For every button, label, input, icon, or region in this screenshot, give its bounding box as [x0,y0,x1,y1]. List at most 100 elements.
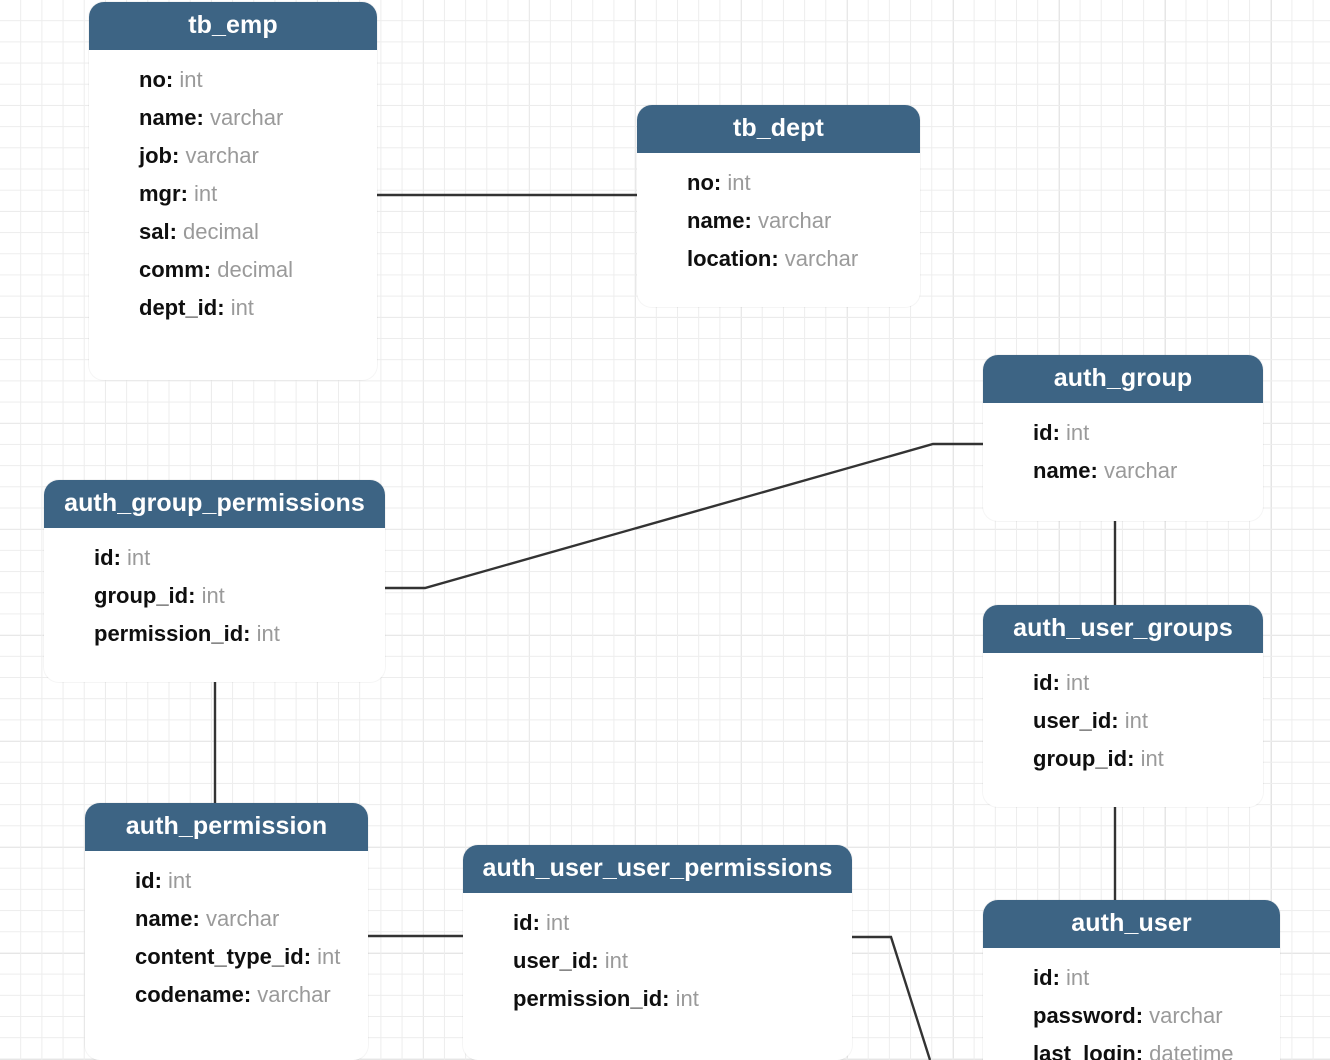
entity-title-auth_user_user_permissions: auth_user_user_permissions [463,845,852,893]
field-type: int [1124,708,1148,733]
field-name: sal [139,219,170,244]
field-type: int [727,170,751,195]
entity-title-auth_permission: auth_permission [85,803,368,851]
field-name: id [1033,670,1053,695]
field-separator: : [1111,708,1125,733]
entity-title-auth_group: auth_group [983,355,1263,403]
field-type: int [179,67,203,92]
field-row: name: varchar [637,202,920,240]
field-name: name [687,208,745,233]
relationship-edge-groupperm-group[interactable] [385,442,983,590]
field-row: location: varchar [637,240,920,278]
field-separator: : [771,246,785,271]
field-type: datetime [1149,1041,1234,1060]
field-name: name [139,105,197,130]
entity-title-tb_dept: tb_dept [637,105,920,153]
field-separator: : [1127,746,1141,771]
field-separator: : [180,181,195,206]
relationship-edge-userperms-user[interactable] [852,935,932,1060]
field-name: group_id [1033,746,1128,771]
field-name: name [1033,458,1091,483]
field-name: comm [139,257,204,282]
field-row: dept_id: int [89,289,377,327]
field-separator: : [203,257,218,282]
field-type: varchar [257,982,331,1007]
field-type: varchar [205,906,280,931]
field-type: varchar [1149,1003,1223,1028]
field-name: name [135,906,193,931]
field-separator: : [744,208,758,233]
field-type: int [317,944,341,969]
field-separator: : [196,105,210,130]
field-type: int [230,295,254,320]
field-row: password: varchar [983,997,1280,1035]
field-name: permission_id [513,986,663,1011]
field-row: name: varchar [85,900,368,938]
field-row: group_id: int [44,577,385,615]
field-type: int [1066,420,1090,445]
field-separator: : [1135,1041,1150,1060]
field-type: int [546,910,570,935]
entity-title-tb_emp: tb_emp [89,2,377,50]
field-type: int [127,545,151,570]
field-row: last_login: datetime [983,1035,1280,1060]
field-name: mgr [139,181,181,206]
field-name: dept_id [139,295,218,320]
field-name: id [135,868,155,893]
field-separator: : [1052,420,1067,445]
field-type: decimal [183,219,259,244]
field-separator: : [243,982,258,1007]
field-type: int [194,181,218,206]
field-type: int [604,948,628,973]
field-separator: : [188,583,202,608]
field-separator: : [217,295,231,320]
field-separator: : [243,621,257,646]
field-name: id [94,545,114,570]
field-name: job [139,143,172,168]
field-name: location [687,246,772,271]
field-name: content_type_id [135,944,304,969]
field-row: group_id: int [983,740,1263,778]
field-type: varchar [784,246,859,271]
field-type: varchar [757,208,832,233]
field-row: codename: varchar [85,976,368,1014]
field-row: id: int [85,862,368,900]
field-row: id: int [983,414,1263,452]
field-name: permission_id [94,621,244,646]
field-row: name: varchar [89,99,377,137]
field-separator: : [169,219,184,244]
field-type: decimal [217,257,294,282]
field-row: id: int [463,904,852,942]
field-row: name: varchar [983,452,1263,490]
field-row: permission_id: int [44,615,385,653]
field-row: mgr: int [89,175,377,213]
field-type: varchar [209,105,284,130]
field-type: int [168,868,192,893]
field-type: int [1066,965,1090,990]
field-separator: : [192,906,206,931]
field-row: user_id: int [983,702,1263,740]
field-name: last_login [1033,1041,1136,1060]
field-name: no [139,67,166,92]
field-row: user_id: int [463,942,852,980]
field-separator: : [713,170,728,195]
field-name: id [1033,420,1053,445]
field-name: password [1033,1003,1136,1028]
field-type: varchar [1103,458,1178,483]
field-row: comm: decimal [89,251,377,289]
